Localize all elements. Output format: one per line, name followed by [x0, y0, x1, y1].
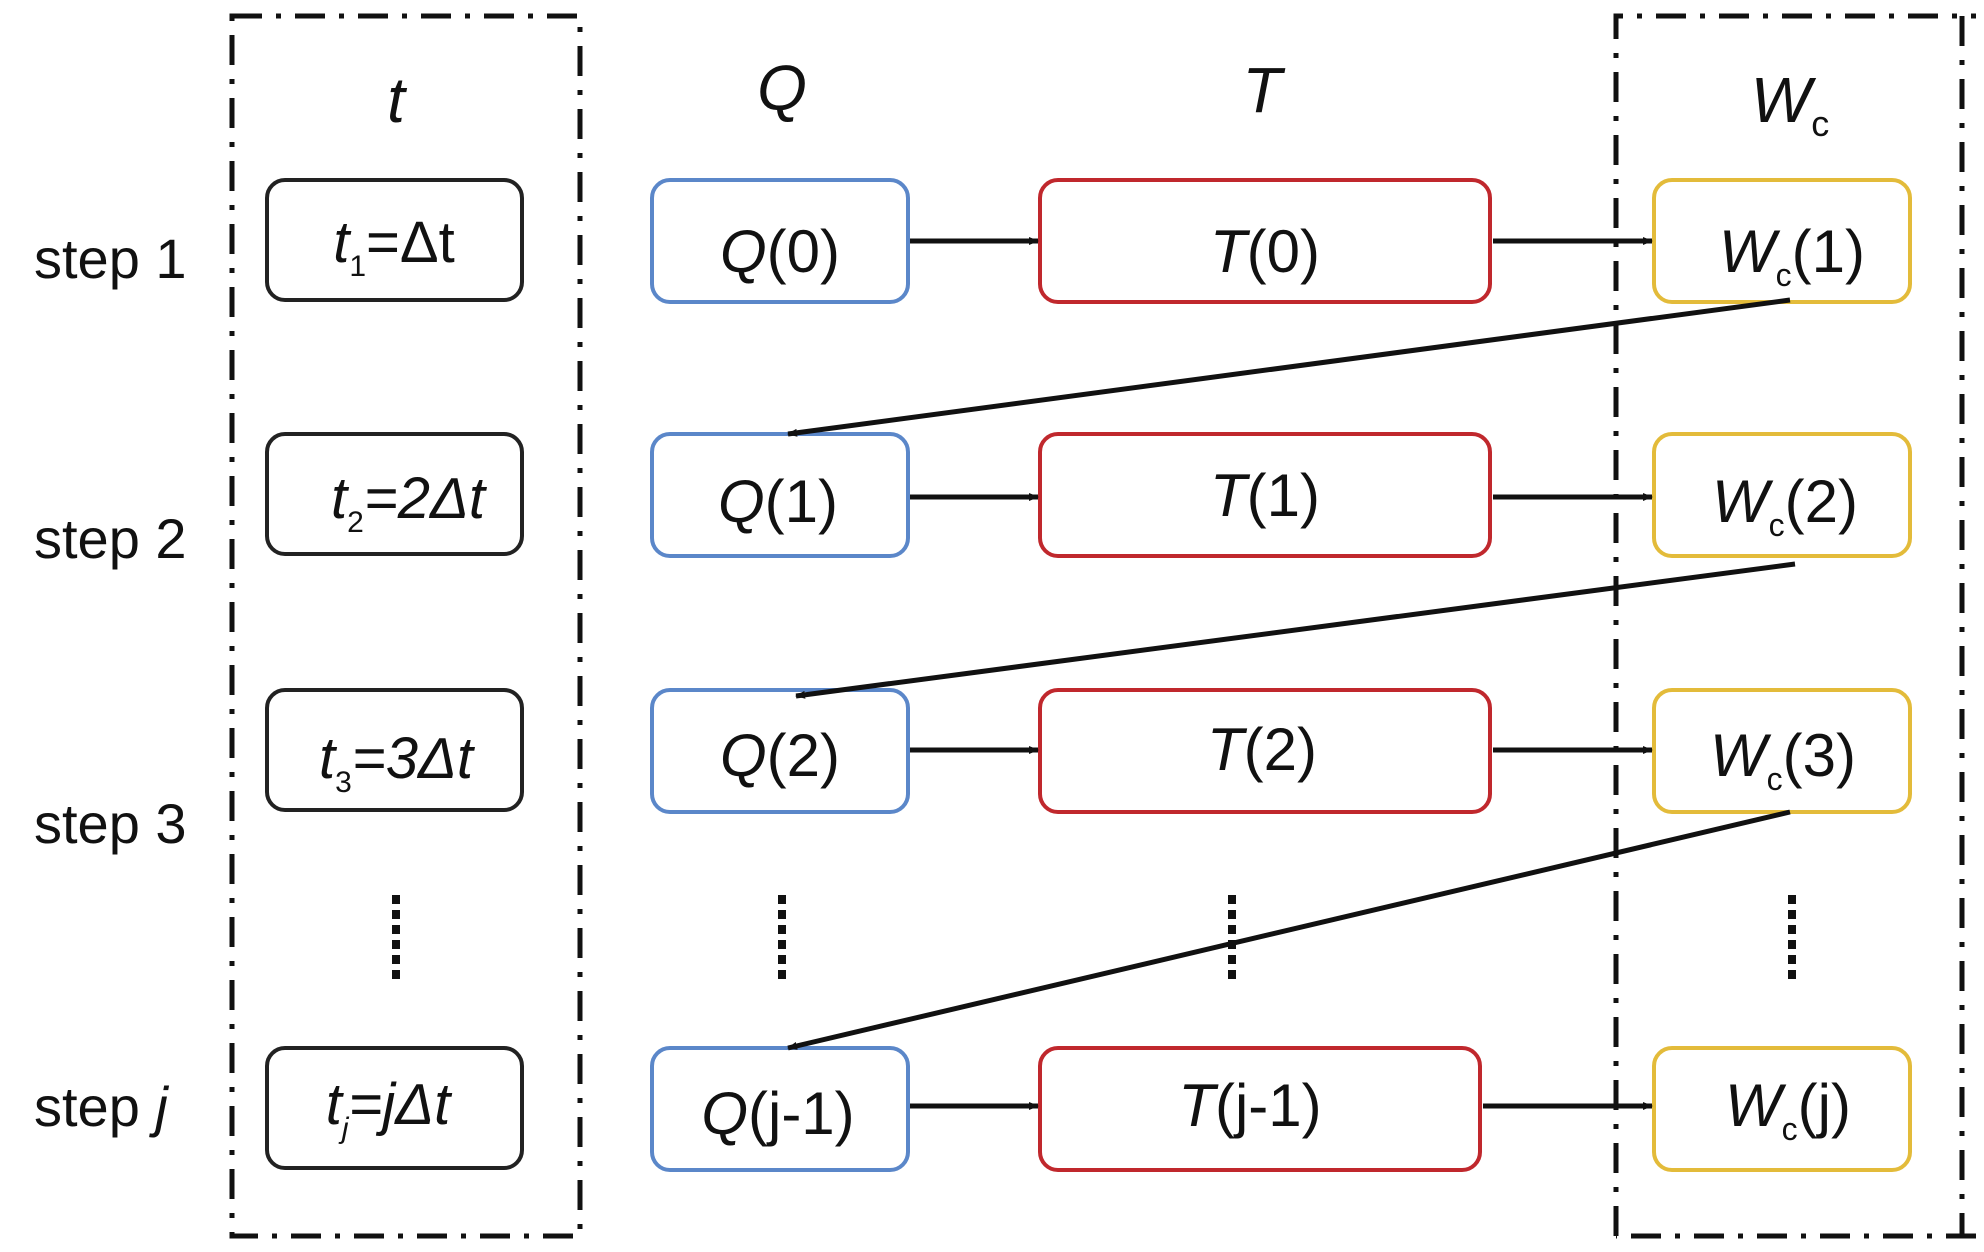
time-value: t1=Δt [333, 210, 455, 283]
header-t: t [387, 64, 407, 136]
t-function-box [1038, 1046, 1482, 1172]
time-box [265, 178, 524, 302]
t-function-value: T(2) [1207, 716, 1317, 783]
step-label: step 3 [34, 792, 187, 855]
header-tt: T [1242, 54, 1285, 126]
q-value: Q(2) [720, 722, 840, 789]
wc-value: Wc(j) [1725, 1072, 1851, 1147]
q-value: Q(j-1) [701, 1080, 854, 1147]
step-row-j: step j tj=jΔt Q(j-1) T(j-1) Wc(j) [34, 1046, 1912, 1172]
t-function-box [1038, 432, 1492, 558]
time-value: t3=3Δt [319, 726, 476, 799]
t-function-value: T(1) [1210, 462, 1320, 529]
step-label: step j [34, 1075, 169, 1138]
ellipsis-t [392, 895, 400, 979]
wc-value: Wc(1) [1719, 218, 1865, 293]
wc-value: Wc(3) [1710, 722, 1856, 797]
time-box [265, 688, 524, 812]
ellipsis-row [392, 895, 1796, 979]
time-value: t2=2Δt [331, 466, 488, 539]
wc-value: Wc(2) [1712, 468, 1858, 543]
wc-box [1652, 1046, 1912, 1172]
time-column-frame [229, 13, 583, 1239]
q-box [650, 178, 910, 304]
q-box [650, 1046, 910, 1172]
step-row-3: step 3 t3=3Δt Q(2) T(2) Wc(3) [34, 688, 1912, 855]
wc-box [1652, 432, 1912, 558]
ellipsis-tt [1228, 895, 1236, 979]
header-wc-main: W [1751, 64, 1817, 136]
header-wc: Wc [1751, 64, 1829, 144]
t-function-value: T(j-1) [1178, 1072, 1321, 1139]
t-function-box [1038, 178, 1492, 304]
q-value: Q(0) [720, 218, 840, 285]
feedback-arrow-wc3-to-qj [787, 809, 1791, 1051]
q-box [650, 688, 910, 814]
step-row-2: step 2 t2=2Δt Q(1) T(1) Wc(2) [34, 432, 1912, 570]
q-value: Q(1) [718, 468, 838, 535]
t-function-box [1038, 688, 1492, 814]
time-value: tj=jΔt [326, 1072, 453, 1145]
ellipsis-q [778, 895, 786, 979]
wc-column-frame [1613, 13, 1976, 1239]
q-box [650, 432, 910, 558]
feedback-arrow-wc2-to-q2 [795, 561, 1796, 699]
header-q: Q [757, 52, 807, 124]
step-row-1: step 1 t1=Δt Q(0) T(0) Wc(1) [34, 178, 1912, 304]
time-box [265, 1046, 524, 1170]
t-function-value: T(0) [1210, 218, 1320, 285]
step-label: step 1 [34, 227, 187, 290]
ellipsis-wc [1788, 895, 1796, 979]
step-label: step 2 [34, 507, 187, 570]
header-wc-sub: c [1811, 103, 1829, 144]
time-box [265, 432, 524, 556]
feedback-arrow-wc1-to-q1 [787, 297, 1791, 437]
